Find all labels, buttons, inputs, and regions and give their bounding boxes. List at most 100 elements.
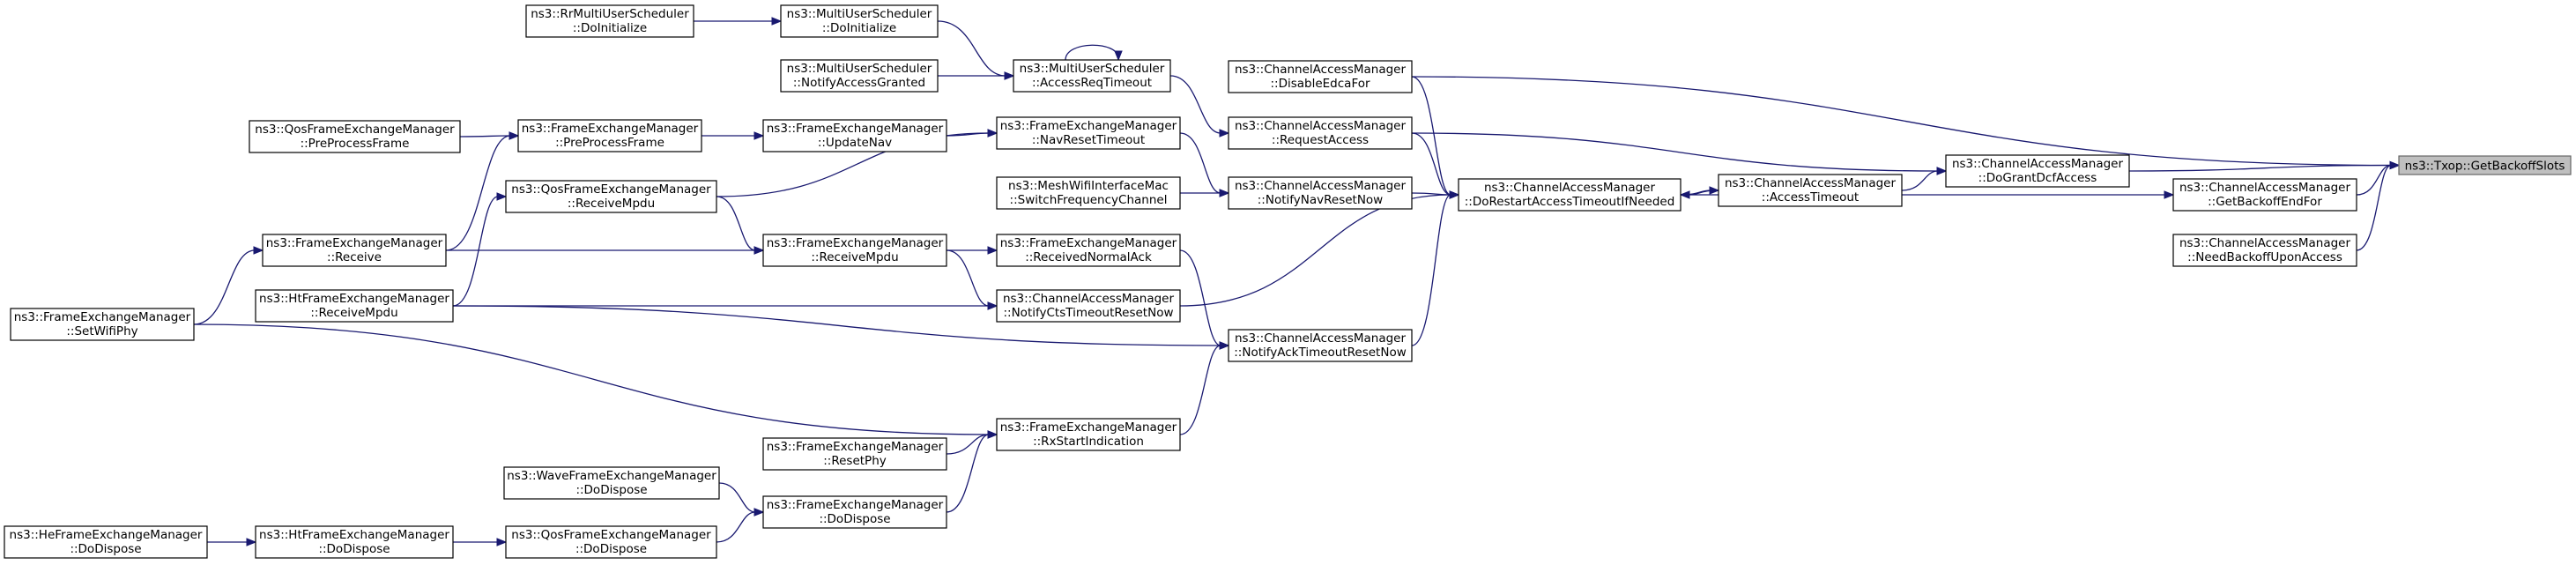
node-frameexchangemanager-preprocessframe[interactable]: ns3::FrameExchangeManager::PreProcessFra…: [517, 119, 702, 152]
node-label-line1: ns3::FrameExchangeManager: [522, 122, 699, 136]
node-channelaccessmanager-notifyacktimeoutresetnow[interactable]: ns3::ChannelAccessManager::NotifyAckTime…: [1228, 329, 1413, 362]
node-label-line2: ::Receive: [327, 250, 382, 264]
edge-cam_accessTimeout-to-cam_doRestart: [1679, 190, 1719, 199]
node-label-line1: ns3::FrameExchangeManager: [767, 498, 944, 512]
edge-line: [1179, 345, 1221, 435]
node-frameexchangemanager-updatenav[interactable]: ns3::FrameExchangeManager::UpdateNav: [762, 119, 947, 152]
node-label-line1: ns3::ChannelAccessManager: [2179, 236, 2351, 250]
node-label-line2: ::UpdateNav: [818, 136, 892, 150]
edge-mus_notifyGranted-to-mus_accessReq: [938, 71, 1015, 80]
node-channelaccessmanager-requestaccess[interactable]: ns3::ChannelAccessManager::RequestAccess: [1228, 116, 1413, 150]
node-box: [762, 437, 947, 471]
node-qosframeexchangemanager-preprocessframe[interactable]: ns3::QosFrameExchangeManager::PreProcess…: [249, 120, 461, 153]
node-box: [780, 4, 939, 38]
node-meshwifiinterfacemac-switchfrequencychannel[interactable]: ns3::MeshWifiInterfaceMac::SwitchFrequen…: [996, 176, 1181, 210]
node-box: [996, 234, 1181, 267]
arrowhead-icon: [753, 508, 765, 517]
node-box: [10, 308, 195, 341]
arrowhead-icon: [1114, 50, 1123, 62]
arrowhead-icon: [1449, 190, 1460, 199]
edge-fem_setWifiPhy-to-fem_receive: [193, 246, 264, 325]
node-channelaccessmanager-getbackoffendfor[interactable]: ns3::ChannelAccessManager::GetBackoffEnd…: [2172, 178, 2357, 212]
node-channelaccessmanager-notifyctstimeoutresetnow[interactable]: ns3::ChannelAccessManager::NotifyCtsTime…: [996, 289, 1181, 323]
node-label-line2: ::DoDispose: [575, 483, 647, 497]
arrowhead-icon: [753, 246, 765, 255]
node-frameexchangemanager-rxstartindication[interactable]: ns3::FrameExchangeManager::RxStartIndica…: [996, 418, 1181, 451]
node-frameexchangemanager-resetphy[interactable]: ns3::FrameExchangeManager::ResetPhy: [762, 437, 947, 471]
node-channelaccessmanager-disableedcafor[interactable]: ns3::ChannelAccessManager::DisableEdcaFo…: [1228, 60, 1413, 93]
node-multiuserscheduler-notifyaccessgranted[interactable]: ns3::MultiUserScheduler::NotifyAccessGra…: [780, 59, 939, 93]
node-label-line2: ::ResetPhy: [823, 454, 887, 468]
node-frameexchangemanager-setwifiphy[interactable]: ns3::FrameExchangeManager::SetWifiPhy: [10, 308, 195, 341]
arrowhead-icon: [987, 246, 998, 255]
node-qosframeexchangemanager-receivempdu[interactable]: ns3::QosFrameExchangeManager::ReceiveMpd…: [505, 180, 717, 213]
edge-cam_disableEdca-to-root: [1411, 76, 2401, 170]
edge-line: [2356, 164, 2392, 251]
node-label-line2: ::NotifyNavResetNow: [1258, 193, 1383, 207]
edge-line: [445, 135, 511, 251]
node-channelaccessmanager-dograntdcfaccess[interactable]: ns3::ChannelAccessManager::DoGrantDcfAcc…: [1945, 154, 2130, 188]
node-heframeexchangemanager-dodispose[interactable]: ns3::HeFrameExchangeManager::DoDispose: [4, 525, 208, 559]
node-box: [525, 4, 694, 38]
node-txop-getbackoffslots[interactable]: ns3::Txop::GetBackoffSlots: [2398, 155, 2572, 175]
edge-cam_disableEdca-to-cam_doRestart: [1411, 76, 1460, 199]
node-waveframeexchangemanager-dodispose[interactable]: ns3::WaveFrameExchangeManager::DoDispose: [503, 466, 720, 500]
edge-line: [452, 196, 499, 307]
node-label-line2: ::DoDispose: [70, 542, 141, 556]
edge-line: [1411, 76, 1451, 196]
edge-line: [459, 135, 511, 138]
node-label-line1: ns3::FrameExchangeManager: [14, 310, 191, 324]
node-box: [1228, 116, 1413, 150]
edge-qos_doDispose-to-fem_doDispose: [716, 508, 765, 543]
node-box: [4, 525, 208, 559]
node-frameexchangemanager-navresettimeout[interactable]: ns3::FrameExchangeManager::NavResetTimeo…: [996, 116, 1181, 150]
node-channelaccessmanager-dorestartaccesstimeoutifneeded[interactable]: ns3::ChannelAccessManager::DoRestartAcce…: [1458, 178, 1681, 212]
node-label-line1: ns3::MultiUserScheduler: [787, 62, 932, 76]
edge-line: [193, 249, 256, 325]
node-box: [762, 234, 947, 267]
node-label-line2: ::NotifyAckTimeoutResetNow: [1234, 346, 1407, 360]
node-channelaccessmanager-needbackoffuponaccess[interactable]: ns3::ChannelAccessManager::NeedBackoffUp…: [2172, 234, 2357, 267]
node-channelaccessmanager-accesstimeout[interactable]: ns3::ChannelAccessManager::AccessTimeout: [1718, 174, 1903, 207]
node-multiuserscheduler-doinitialize[interactable]: ns3::MultiUserScheduler::DoInitialize: [780, 4, 939, 38]
node-label-line2: ::NotifyAccessGranted: [793, 76, 925, 90]
node-qosframeexchangemanager-dodispose[interactable]: ns3::QosFrameExchangeManager::DoDispose: [505, 525, 717, 559]
node-box: [996, 289, 1181, 323]
node-label-line1: ns3::FrameExchangeManager: [1000, 236, 1177, 250]
node-label-line1: ns3::QosFrameExchangeManager: [255, 123, 455, 137]
edge-fem_doDispose-to-fem_rxStart: [946, 430, 998, 513]
arrowhead-icon: [1219, 341, 1230, 350]
arrowhead-icon: [1679, 190, 1690, 199]
arrowhead-icon: [496, 538, 508, 546]
node-label-line2: ::DoInitialize: [573, 21, 647, 35]
edge-ht_receiveMpdu-to-qos_receiveMpdu: [452, 192, 508, 307]
node-rrmultiuserscheduler-doinitialize[interactable]: ns3::RrMultiUserScheduler::DoInitialize: [525, 4, 694, 38]
node-frameexchangemanager-receive[interactable]: ns3::FrameExchangeManager::Receive: [262, 234, 447, 267]
node-box: [255, 525, 454, 559]
node-frameexchangemanager-dodispose[interactable]: ns3::FrameExchangeManager::DoDispose: [762, 495, 947, 529]
edge-mesh_switch-to-cam_notifyNav: [1179, 189, 1230, 197]
edge-qos_receiveMpdu-to-fem_receiveMpdu: [716, 196, 765, 255]
arrowhead-icon: [771, 17, 783, 26]
edge-line: [1901, 170, 1939, 191]
node-frameexchangemanager-receivempdu[interactable]: ns3::FrameExchangeManager::ReceiveMpdu: [762, 234, 947, 267]
node-label-line2: ::DoGrantDcfAccess: [1978, 171, 2097, 185]
edge-line: [1179, 132, 1221, 194]
edge-mus_accessReq-to-mus_accessReq: [1065, 44, 1123, 62]
node-htframeexchangemanager-receivempdu[interactable]: ns3::HtFrameExchangeManager::ReceiveMpdu: [255, 289, 454, 323]
node-htframeexchangemanager-dodispose[interactable]: ns3::HtFrameExchangeManager::DoDispose: [255, 525, 454, 559]
node-frameexchangemanager-receivednormalack[interactable]: ns3::FrameExchangeManager::ReceivedNorma…: [996, 234, 1181, 267]
node-box: [2398, 155, 2572, 175]
arrowhead-icon: [1219, 129, 1230, 138]
node-label-line1: ns3::RrMultiUserScheduler: [531, 7, 689, 21]
edge-cam_accessTimeout-to-cam_doGrant: [1901, 167, 1948, 191]
node-box: [762, 495, 947, 529]
node-channelaccessmanager-notifynavresetnow[interactable]: ns3::ChannelAccessManager::NotifyNavRese…: [1228, 176, 1413, 210]
node-label-line2: ::DoDispose: [819, 512, 890, 526]
node-multiuserscheduler-accessreqtimeout[interactable]: ns3::MultiUserScheduler::AccessReqTimeou…: [1013, 59, 1171, 93]
edge-line: [452, 305, 1221, 346]
node-label-line1: ns3::ChannelAccessManager: [1484, 181, 1656, 195]
edge-line: [1179, 194, 1451, 307]
arrowhead-icon: [1004, 71, 1015, 80]
